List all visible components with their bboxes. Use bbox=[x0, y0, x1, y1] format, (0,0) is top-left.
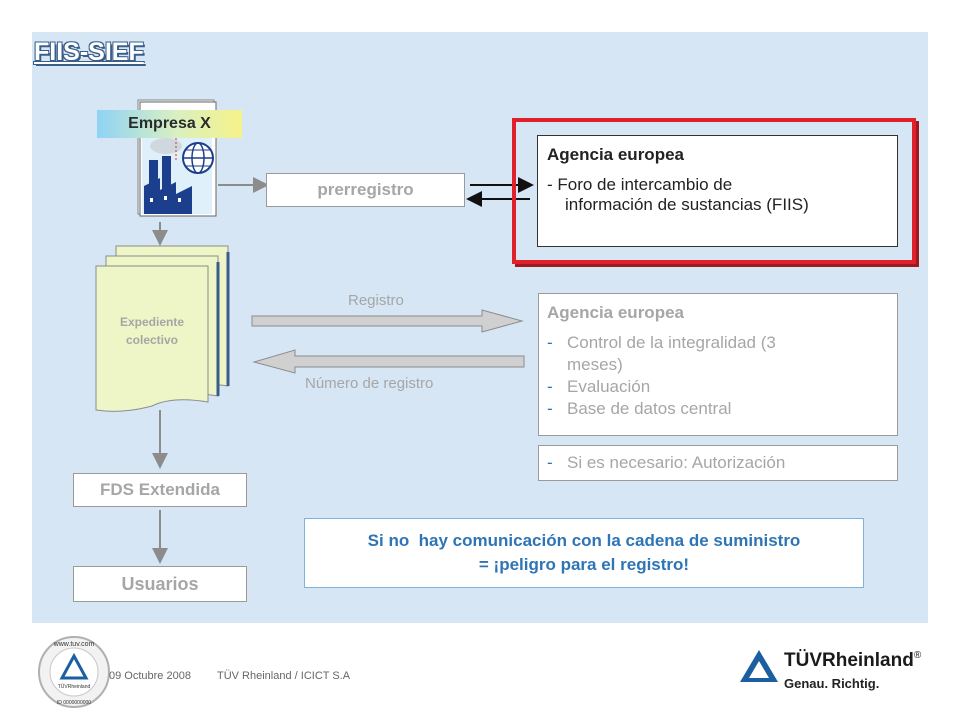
bullet-dash bbox=[547, 354, 567, 376]
seal-bot-text: ID 0000000000 bbox=[57, 700, 91, 706]
numero-registro-label: Número de registro bbox=[305, 375, 434, 392]
tuv-reg: ® bbox=[913, 650, 922, 661]
authorization-box: - Si es necesario: Autorización bbox=[538, 445, 898, 481]
bullet-text: Evaluación bbox=[567, 377, 651, 396]
fds-label: FDS Extendida bbox=[100, 480, 220, 499]
prerregistro-label: prerregistro bbox=[317, 180, 414, 199]
footer-org: TÜV Rheinland / ICICT S.A bbox=[217, 670, 351, 682]
expediente-line2: colectivo bbox=[125, 333, 179, 347]
document-stack-icon bbox=[95, 245, 230, 412]
expediente-line1: Expediente bbox=[119, 315, 185, 329]
footer-date: 09 Octubre 2008 bbox=[109, 670, 191, 682]
usuarios-label: Usuarios bbox=[121, 573, 199, 594]
tuv-rheinland-logo: TÜVRheinland® Genau. Richtig. bbox=[738, 646, 938, 696]
usuarios-box: Usuarios bbox=[73, 566, 247, 602]
tuv-tagline: Genau. Richtig. bbox=[784, 676, 880, 691]
agency-mid-title: Agencia europea bbox=[547, 303, 684, 322]
bullet-text: Control de la integralidad (3 bbox=[567, 333, 776, 352]
registro-label: Registro bbox=[348, 292, 404, 309]
agency-top-line1: - Foro de intercambio de bbox=[547, 175, 733, 194]
warning-line2: = ¡peligro para el registro! bbox=[478, 555, 690, 574]
company-label-text: Empresa X bbox=[128, 115, 211, 132]
agency-mid-item: meses) bbox=[547, 354, 889, 376]
expediente-stack bbox=[92, 244, 242, 414]
agency-top-line2: información de sustancias (FIIS) bbox=[565, 195, 809, 214]
seal-icon: www.tuv.com TÜVRheinland ID 0000000000 bbox=[38, 636, 110, 708]
page-title: FIIS-SIEF bbox=[34, 38, 144, 66]
tuv-seal-logo: www.tuv.com TÜVRheinland ID 0000000000 bbox=[36, 634, 112, 710]
seal-top-text: www.tuv.com bbox=[53, 641, 95, 648]
highlight-frame bbox=[512, 118, 916, 264]
agency-mid-item: - Control de la integralidad (3 bbox=[547, 332, 889, 354]
bullet-dash: - bbox=[547, 333, 553, 352]
agency-top-title: Agencia europea bbox=[547, 145, 684, 164]
agency-top-box: Agencia europea - Foro de intercambio de… bbox=[537, 135, 898, 247]
agency-mid-item: - Base de datos central bbox=[547, 398, 889, 420]
bullet-dash: - bbox=[547, 399, 553, 418]
bullet-dash: - bbox=[547, 453, 553, 472]
authorization-item: - Si es necesario: Autorización bbox=[547, 453, 785, 473]
prerregistro-box: prerregistro bbox=[266, 173, 465, 207]
bullet-dash: - bbox=[547, 377, 553, 396]
bullet-text: meses) bbox=[567, 355, 623, 374]
tuv-brand: TÜVRheinland bbox=[784, 650, 914, 671]
warning-line1: Si no hay comunicación con la cadena de … bbox=[367, 531, 801, 550]
company-label: Empresa X bbox=[97, 110, 242, 138]
warning-box: Si no hay comunicación con la cadena de … bbox=[304, 518, 864, 588]
fds-box: FDS Extendida bbox=[73, 473, 247, 507]
registro-block-arrow bbox=[251, 309, 524, 333]
bullet-text: Base de datos central bbox=[567, 399, 732, 418]
agency-mid-item: - Evaluación bbox=[547, 376, 889, 398]
numero-registro-block-arrow bbox=[252, 349, 525, 374]
tuv-triangle-icon bbox=[740, 650, 778, 682]
agency-mid-box: Agencia europea - Control de la integral… bbox=[538, 293, 898, 436]
authorization-text: Si es necesario: Autorización bbox=[567, 453, 786, 472]
expediente-label: Expediente colectivo bbox=[96, 313, 208, 349]
seal-mid-text: TÜVRheinland bbox=[58, 683, 91, 690]
